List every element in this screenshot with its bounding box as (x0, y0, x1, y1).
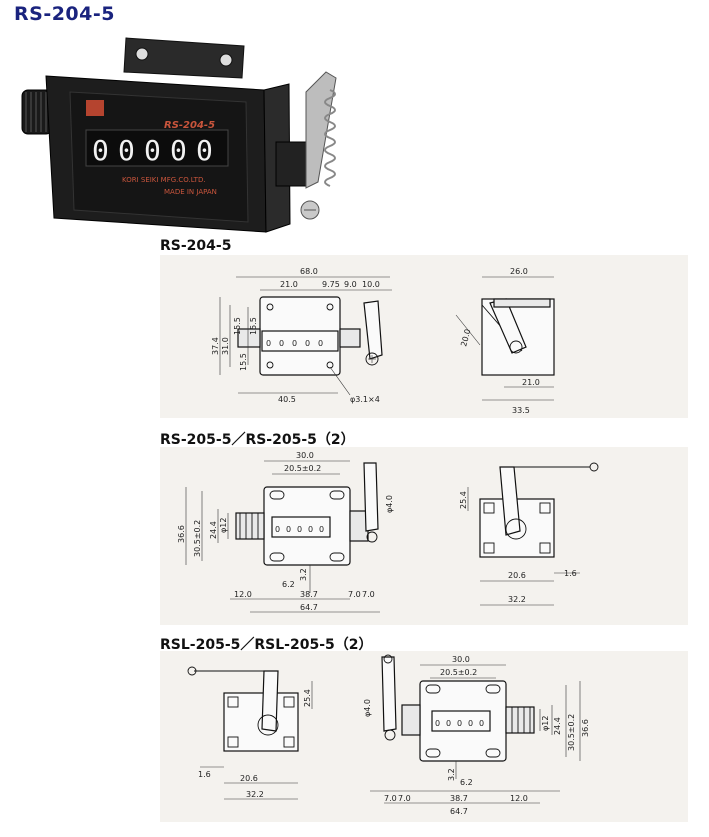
dim-label: 38.7 (300, 590, 318, 599)
dim-label: φ12 (219, 518, 228, 533)
dim-label: 20.5±0.2 (440, 668, 477, 677)
photo-digit: 0 (144, 134, 161, 167)
dim-label: 15.5 (249, 317, 258, 335)
dim-label: 37.4 (211, 337, 220, 355)
dim-label: 20.5±0.2 (284, 464, 321, 473)
counter-digit: 0 (457, 719, 462, 728)
dim-label: 64.7 (450, 807, 468, 816)
dim-label: 1.6 (198, 770, 211, 779)
photo-digit: 0 (92, 134, 109, 167)
counter-digit: 0 (446, 719, 451, 728)
dim-label: 26.0 (510, 267, 528, 276)
section-title: RS-205-5／RS-205-5（2） (160, 432, 355, 448)
dim-label: 32.2 (246, 790, 264, 799)
dim-label: 1.6 (564, 569, 577, 578)
section-title: RS-204-5 (160, 238, 232, 254)
dim-label: 6.2 (282, 580, 295, 589)
dim-label: 20.6 (508, 571, 526, 580)
photo-origin-text: MADE IN JAPAN (164, 188, 217, 196)
side-view (467, 462, 599, 606)
dim-label: 36.6 (177, 525, 186, 543)
dim-label: φ4.0 (385, 495, 394, 513)
dim-label: 25.4 (303, 689, 312, 707)
counter-digit: 0 (286, 525, 291, 534)
dim-label: 12.0 (234, 590, 252, 599)
dim-label: 21.0 (280, 280, 298, 289)
product-photo: RS-204-5 0 0 0 0 0 KORI SEIKI MFG.CO.LTD… (21, 37, 337, 233)
dim-label: 9.75 (322, 280, 340, 289)
counter-digit: 0 (435, 719, 440, 728)
front-view: 0 0 0 0 0 (219, 276, 392, 396)
dim-label: φ4.0 (363, 699, 372, 717)
counter-digit: 0 (479, 719, 484, 728)
dim-label: 6.2 (460, 778, 473, 787)
section-title: RSL-205-5／RSL-205-5（2） (160, 637, 373, 653)
dim-label: 25.4 (459, 491, 468, 509)
dim-label: 10.0 (362, 280, 380, 289)
dim-label: 7.0 (362, 590, 375, 599)
dim-label: 68.0 (300, 267, 318, 276)
counter-digit: 0 (292, 339, 297, 348)
dim-label: φ3.1×4 (350, 395, 380, 404)
counter-digit: 0 (297, 525, 302, 534)
dim-label: 30.0 (452, 655, 470, 664)
dim-label: 7.0 (348, 590, 361, 599)
dim-label: 3.2 (299, 568, 308, 581)
counter-digit: 0 (318, 339, 323, 348)
front-view: 0 0 0 0 0 (185, 460, 380, 613)
counter-digit: 0 (275, 525, 280, 534)
dim-label: 3.2 (447, 768, 456, 781)
dim-label: 9.0 (344, 280, 357, 289)
counter-digit: 0 (266, 339, 271, 348)
dim-label: 30.5±0.2 (193, 520, 202, 557)
drawing-panel: 0 0 0 0 0 68.0 21.0 9.75 9.0 10.0 15.5 (160, 255, 688, 418)
dim-label: 33.5 (512, 406, 530, 415)
side-view (187, 666, 313, 800)
dim-label: 32.2 (508, 595, 526, 604)
dim-label: 7.0 (398, 794, 411, 803)
drawing-panel: 0 0 0 0 0 30.0 20.5±0.2 36.6 30.5±0.2 24… (160, 447, 688, 625)
dim-label: 64.7 (300, 603, 318, 612)
dim-label: 30.5±0.2 (567, 714, 576, 751)
dim-label: 15.5 (233, 317, 242, 335)
photo-digit: 0 (118, 134, 135, 167)
side-view (455, 276, 555, 401)
dim-label: 20.0 (459, 328, 472, 348)
dim-label: 20.6 (240, 774, 258, 783)
counter-digit: 0 (468, 719, 473, 728)
counter-digit: 0 (279, 339, 284, 348)
dim-label: 15.5 (239, 353, 248, 371)
front-view: 0 0 0 0 0 (370, 654, 581, 804)
counter-digit: 0 (319, 525, 324, 534)
dim-label: 7.0 (384, 794, 397, 803)
dim-label: φ12 (541, 716, 550, 731)
photo-digit: 0 (170, 134, 187, 167)
dim-label: 12.0 (510, 794, 528, 803)
photo-model-label: RS-204-5 (164, 120, 215, 131)
dim-label: 31.0 (221, 337, 230, 355)
dim-label: 38.7 (450, 794, 468, 803)
dim-label: 30.0 (296, 451, 314, 460)
counter-digit: 0 (305, 339, 310, 348)
photo-maker-text: KORI SEIKI MFG.CO.LTD. (122, 176, 206, 184)
dim-label: 21.0 (522, 378, 540, 387)
photo-digit: 0 (196, 134, 213, 167)
counter-digit: 0 (308, 525, 313, 534)
product-title: RS-204-5 (14, 3, 115, 25)
dim-label: 40.5 (278, 395, 296, 404)
drawing-panel: 25.4 1.6 20.6 32.2 0 0 0 0 0 (160, 651, 688, 822)
dim-label: 36.6 (581, 719, 590, 737)
dim-label: 24.4 (553, 717, 562, 735)
dim-label: 24.4 (209, 521, 218, 539)
